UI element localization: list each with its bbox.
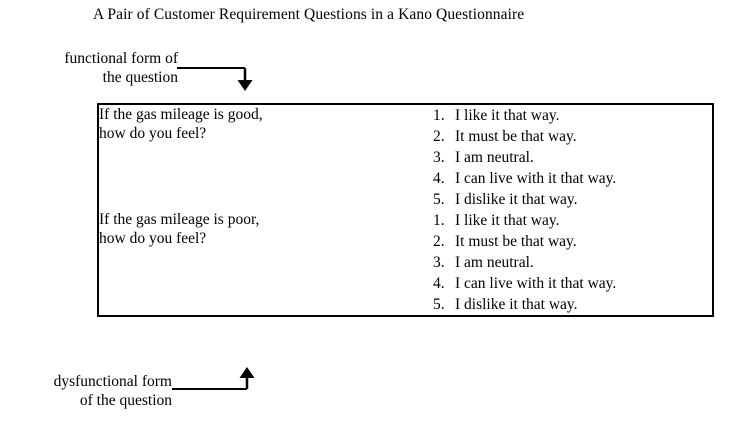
answer-option-3[interactable]: 3. I am neutral. — [390, 252, 712, 273]
answer-number: 3. — [433, 149, 445, 166]
functional-form-label-line1: functional form of — [64, 50, 178, 67]
answer-label: I can live with it that way. — [455, 170, 617, 187]
question-text-line1: If the gas mileage is poor, — [99, 211, 260, 228]
answer-label: I dislike it that way. — [455, 191, 578, 208]
answers-list: 1. I like it that way. 2. It must be that … — [390, 210, 712, 315]
table-row: If the gas mileage is good, how do you f… — [99, 105, 712, 210]
answer-number: 5. — [433, 191, 445, 208]
answers-cell-functional: 1. I like it that way. 2. It must be that … — [390, 105, 712, 210]
answer-label: I like it that way. — [455, 212, 560, 229]
answer-option-2[interactable]: 2. It must be that way. — [390, 126, 712, 147]
answer-label: I dislike it that way. — [455, 296, 578, 313]
answer-number: 1. — [433, 212, 445, 229]
answer-option-2[interactable]: 2. It must be that way. — [390, 231, 712, 252]
answer-label: I like it that way. — [455, 107, 560, 124]
answer-number: 1. — [433, 107, 445, 124]
dysfunctional-form-label-line1: dysfunctional form — [53, 373, 172, 390]
questionnaire-grid: If the gas mileage is good, how do you f… — [99, 105, 712, 315]
question-text-line2: how do you feel? — [99, 125, 207, 142]
answer-option-1[interactable]: 1. I like it that way. — [390, 210, 712, 231]
functional-form-label-line2: the question — [102, 69, 178, 86]
arrow-up-icon — [170, 362, 260, 403]
dysfunctional-form-label-line2: of the question — [79, 392, 172, 409]
answer-number: 5. — [433, 296, 445, 313]
page-title: A Pair of Customer Requirement Questions… — [93, 6, 525, 23]
answer-label: It must be that way. — [455, 128, 577, 145]
functional-form-label: functional form of the question — [6, 49, 178, 87]
answer-label: I am neutral. — [455, 254, 534, 271]
table-row: If the gas mileage is poor, how do you f… — [99, 210, 712, 315]
answer-number: 2. — [433, 128, 445, 145]
answer-option-4[interactable]: 4. I can live with it that way. — [390, 273, 712, 294]
answer-option-3[interactable]: 3. I am neutral. — [390, 147, 712, 168]
answer-number: 2. — [433, 233, 445, 250]
answer-number: 4. — [433, 170, 445, 187]
question-text-line1: If the gas mileage is good, — [99, 106, 263, 123]
question-cell-dysfunctional: If the gas mileage is poor, how do you f… — [99, 210, 390, 315]
answer-label: I am neutral. — [455, 149, 534, 166]
answer-label: I can live with it that way. — [455, 275, 617, 292]
answer-label: It must be that way. — [455, 233, 577, 250]
question-cell-functional: If the gas mileage is good, how do you f… — [99, 105, 390, 210]
arrow-down-icon — [176, 60, 256, 99]
answers-cell-dysfunctional: 1. I like it that way. 2. It must be that … — [390, 210, 712, 315]
dysfunctional-form-label: dysfunctional form of the question — [0, 372, 172, 410]
answer-option-1[interactable]: 1. I like it that way. — [390, 105, 712, 126]
answer-option-5[interactable]: 5. I dislike it that way. — [390, 294, 712, 315]
answer-number: 3. — [433, 254, 445, 271]
question-text-line2: how do you feel? — [99, 230, 207, 247]
kano-questionnaire-table: If the gas mileage is good, how do you f… — [97, 103, 714, 317]
answer-number: 4. — [433, 275, 445, 292]
answers-list: 1. I like it that way. 2. It must be that … — [390, 105, 712, 210]
answer-option-4[interactable]: 4. I can live with it that way. — [390, 168, 712, 189]
answer-option-5[interactable]: 5. I dislike it that way. — [390, 189, 712, 210]
